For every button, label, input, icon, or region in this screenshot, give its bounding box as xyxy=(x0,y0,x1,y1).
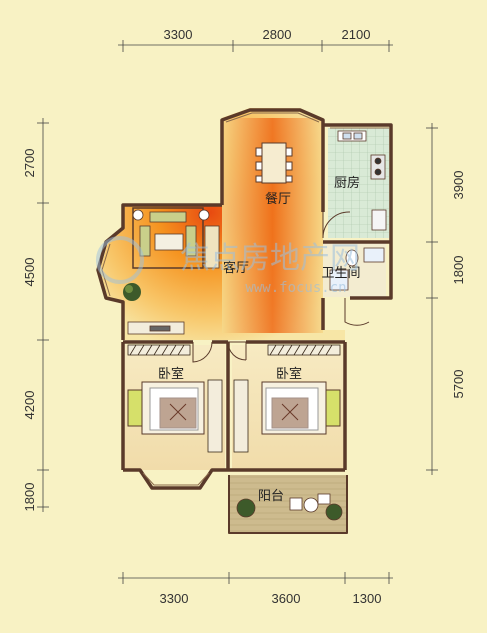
dim-left-3: 4200 xyxy=(22,391,37,420)
dim-right-3: 5700 xyxy=(451,370,466,399)
sofa-set xyxy=(127,207,220,335)
dim-top-1: 3300 xyxy=(164,27,193,42)
dim-bottom-2: 3600 xyxy=(272,591,301,606)
dim-right-1: 3900 xyxy=(451,171,466,200)
watermark: 焦点房地产网 www.focus.cn xyxy=(96,236,360,296)
watermark-url: www.focus.cn xyxy=(245,280,346,296)
label-living: 客厅 xyxy=(223,260,249,276)
dim-top-3: 2100 xyxy=(342,27,371,42)
label-bathroom: 卫生间 xyxy=(321,266,360,281)
dim-bottom-3: 1300 xyxy=(353,591,382,606)
bed-left xyxy=(127,381,205,435)
dim-left-4: 1800 xyxy=(22,483,37,512)
label-bedroom-right: 卧室 xyxy=(276,366,302,382)
balcony-furniture xyxy=(236,493,343,521)
dim-left-2: 4500 xyxy=(22,258,37,287)
dimension-lines xyxy=(37,40,438,584)
wardrobes xyxy=(127,344,341,453)
bed-right xyxy=(261,381,341,435)
dim-bottom-1: 3300 xyxy=(160,591,189,606)
dim-top-2: 2800 xyxy=(263,27,292,42)
label-bedroom-left: 卧室 xyxy=(158,366,184,382)
label-kitchen: 厨房 xyxy=(334,175,360,191)
plant xyxy=(123,283,141,301)
dim-left-1: 2700 xyxy=(22,149,37,178)
dining-table xyxy=(255,142,293,184)
label-dining: 餐厅 xyxy=(265,191,291,207)
dim-right-2: 1800 xyxy=(451,256,466,285)
doors xyxy=(192,211,370,363)
watermark-text: 焦点房地产网 xyxy=(180,241,360,276)
bathroom-fixtures xyxy=(329,247,385,291)
label-balcony: 阳台 xyxy=(258,489,284,504)
walls xyxy=(96,108,393,534)
kitchen-counter xyxy=(337,130,387,231)
